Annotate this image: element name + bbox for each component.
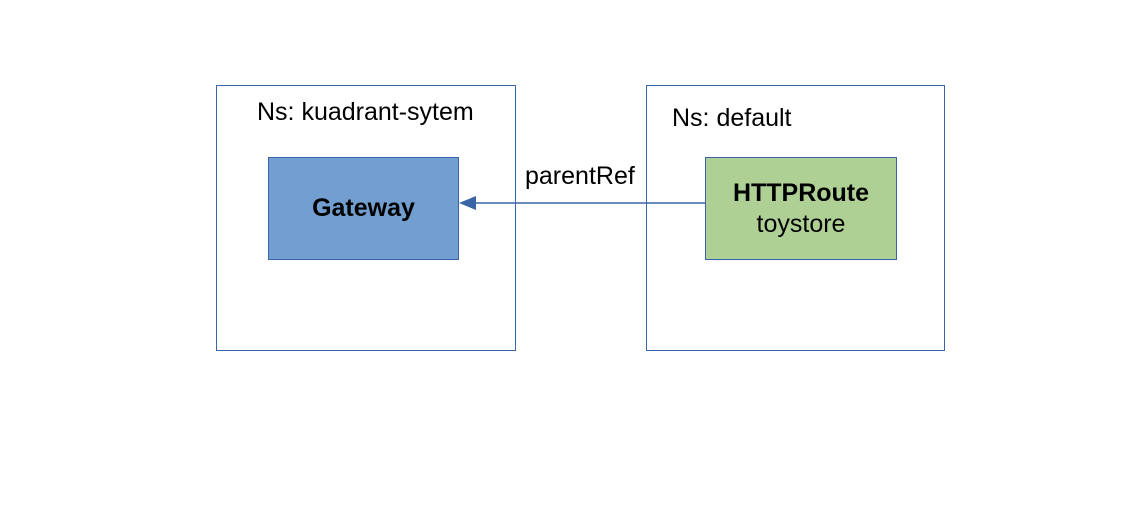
namespace-kuadrant-system: Ns: kuadrant-sytem bbox=[216, 85, 516, 351]
gateway-node: Gateway bbox=[268, 157, 459, 260]
httproute-kind-label: HTTPRoute bbox=[732, 178, 870, 207]
httproute-node: HTTPRoute toystore bbox=[705, 157, 897, 260]
namespace-label: Ns: kuadrant-sytem bbox=[257, 98, 474, 126]
parentref-edge-label: parentRef bbox=[525, 162, 635, 190]
httproute-name-label: toystore bbox=[756, 209, 846, 238]
gateway-kind-label: Gateway bbox=[312, 194, 415, 222]
namespace-label: Ns: default bbox=[672, 104, 792, 132]
